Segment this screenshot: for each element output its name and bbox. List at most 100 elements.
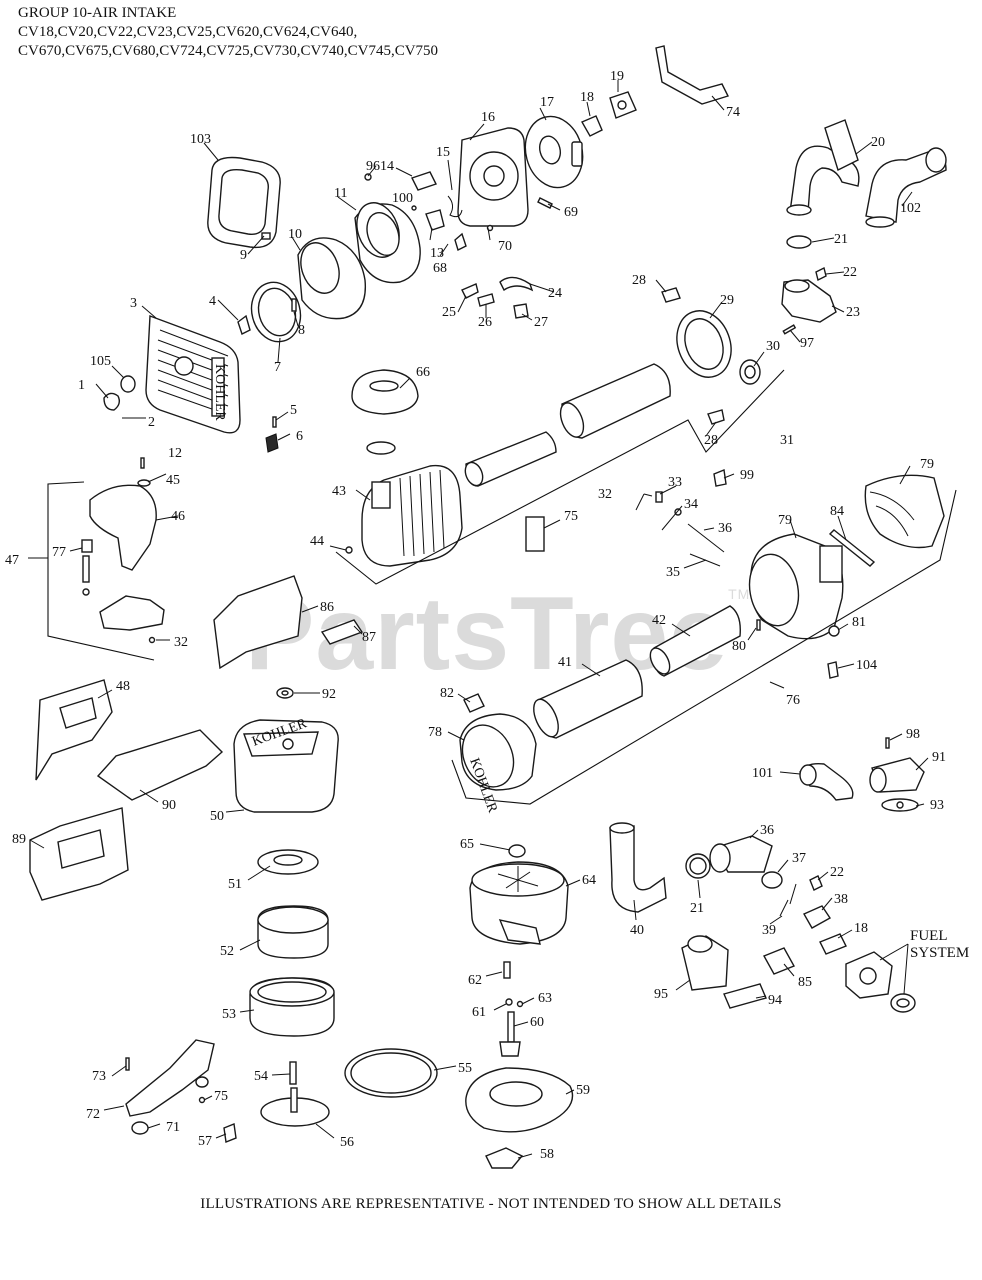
part-92-washer[interactable]	[276, 687, 294, 699]
part-12-screw[interactable]	[140, 457, 145, 469]
part-104-clip[interactable]	[827, 661, 839, 679]
part-83-plug[interactable]	[828, 625, 840, 637]
part-26-fitting[interactable]	[477, 293, 495, 307]
part-71-oring[interactable]	[131, 1076, 209, 1135]
part-97-pin[interactable]	[782, 324, 797, 335]
part-84-clamp[interactable]	[463, 693, 485, 713]
part-93-gasket[interactable]	[881, 798, 919, 812]
part-95-elbow[interactable]	[681, 935, 729, 991]
part-64-washer[interactable]	[516, 1000, 524, 1008]
part-85-strip[interactable]	[828, 529, 876, 567]
part-82-screw[interactable]	[756, 619, 761, 631]
part-17-cover[interactable]	[518, 110, 591, 194]
part-75-screw[interactable]	[198, 1096, 206, 1104]
part-45-screw[interactable]	[345, 546, 353, 554]
part-37-adapter[interactable]	[709, 835, 773, 873]
part-57-base[interactable]	[260, 1087, 330, 1127]
part-98-screw[interactable]	[885, 737, 890, 749]
part-74-bracket[interactable]	[655, 45, 729, 105]
part-39-gasket[interactable]	[803, 905, 832, 929]
part-11-filter-element[interactable]	[350, 197, 421, 284]
part-carburetor[interactable]	[845, 951, 893, 999]
part-63-stud[interactable]	[503, 961, 511, 979]
part-27-clip[interactable]	[513, 303, 529, 319]
part-5-screw[interactable]	[272, 416, 277, 428]
part-54-element[interactable]	[249, 977, 335, 1037]
part-96-screw[interactable]	[364, 173, 372, 181]
part-89-plate[interactable]	[29, 807, 129, 901]
part-25-fitting[interactable]	[461, 283, 479, 299]
part-55-stud[interactable]	[289, 1061, 297, 1085]
part-68-fitting[interactable]	[454, 232, 467, 251]
part-52-gasket[interactable]	[257, 849, 319, 875]
part-70-screw[interactable]	[486, 224, 494, 232]
part-40-screws[interactable]	[779, 883, 797, 917]
part-56-seal[interactable]	[344, 1048, 438, 1098]
part-77-grommet[interactable]	[81, 539, 93, 553]
part-stud[interactable]	[82, 555, 90, 596]
part-90-baffle[interactable]	[96, 729, 224, 801]
part-38-gasket[interactable]	[761, 871, 783, 889]
part-66-knob[interactable]	[508, 844, 526, 858]
part-102-elbow-hose[interactable]	[865, 147, 947, 228]
part-inner-element[interactable]	[462, 431, 557, 488]
part-14-clamp[interactable]	[411, 171, 437, 191]
part-76-decal[interactable]	[525, 516, 545, 552]
part-79-housing[interactable]	[744, 533, 844, 640]
part-28-clamp[interactable]	[661, 287, 681, 303]
part-81-shroud[interactable]	[864, 474, 945, 549]
part-100-clip[interactable]	[411, 205, 417, 211]
part-18b-gasket[interactable]	[819, 933, 847, 955]
part-41-tube[interactable]	[609, 822, 667, 913]
part-33-screw[interactable]	[655, 491, 663, 503]
part-29-housing[interactable]	[668, 303, 740, 385]
part-21-clamp[interactable]	[786, 235, 812, 249]
part-16-base-plate[interactable]	[457, 127, 529, 227]
part-21b-clamp[interactable]	[685, 853, 711, 879]
part-23-adapter[interactable]	[781, 279, 837, 323]
part-24-hose[interactable]	[499, 276, 534, 292]
part-20-elbow-hose[interactable]	[786, 119, 860, 216]
part-15-wire[interactable]	[447, 195, 463, 218]
part-73-screw[interactable]	[125, 1057, 130, 1071]
part-53-precleaner[interactable]	[257, 905, 329, 959]
part-44-body[interactable]	[361, 464, 463, 567]
part-13-breather[interactable]	[425, 209, 445, 231]
part-34-screw[interactable]	[674, 508, 682, 516]
part-91-adapter[interactable]	[869, 757, 925, 793]
part-72-breather[interactable]	[125, 1039, 215, 1117]
part-7-seal[interactable]	[245, 277, 307, 347]
part-4-knob[interactable]	[237, 314, 251, 335]
part-19-gasket[interactable]	[609, 91, 637, 119]
part-3-air-cleaner-cover[interactable]: KOHLER	[145, 315, 241, 434]
part-36-rod[interactable]	[687, 523, 725, 553]
part-6-bracket[interactable]	[265, 433, 279, 453]
part-69-screw[interactable]	[537, 197, 553, 209]
part-22-screw[interactable]	[815, 266, 827, 282]
part-105-grommet[interactable]	[120, 375, 136, 393]
part-32-screw[interactable]	[148, 636, 156, 644]
part-94-gasket[interactable]	[723, 983, 767, 1009]
part-fuel-gasket[interactable]	[890, 993, 916, 1013]
part-67-cap[interactable]	[351, 369, 419, 415]
part-59-plate[interactable]	[485, 1147, 524, 1169]
part-65-cleaner[interactable]	[469, 861, 569, 945]
part-9-screw[interactable]	[261, 232, 271, 240]
part-87-baffle[interactable]	[213, 575, 303, 670]
part-43-element[interactable]	[646, 605, 741, 677]
part-18-gasket[interactable]	[581, 115, 603, 137]
part-80-cover[interactable]: KOHLER	[453, 713, 537, 815]
part-30-valve[interactable]	[739, 359, 761, 385]
part-51-cover[interactable]: KOHLER	[233, 716, 339, 813]
part-42-element[interactable]	[529, 659, 643, 740]
part-58-clip[interactable]	[223, 1123, 237, 1143]
part-10-filter-ring[interactable]	[294, 237, 367, 320]
part-88-bracket[interactable]	[320, 619, 364, 645]
part-28b-clamp[interactable]	[707, 409, 725, 425]
part-46-washer[interactable]	[137, 479, 151, 487]
part-99-clip[interactable]	[713, 469, 727, 487]
part-103-precleaner[interactable]	[207, 156, 281, 249]
part-61-stud[interactable]	[499, 1011, 521, 1057]
part-outer-element[interactable]	[556, 363, 671, 440]
part-62-nut[interactable]	[505, 998, 513, 1006]
